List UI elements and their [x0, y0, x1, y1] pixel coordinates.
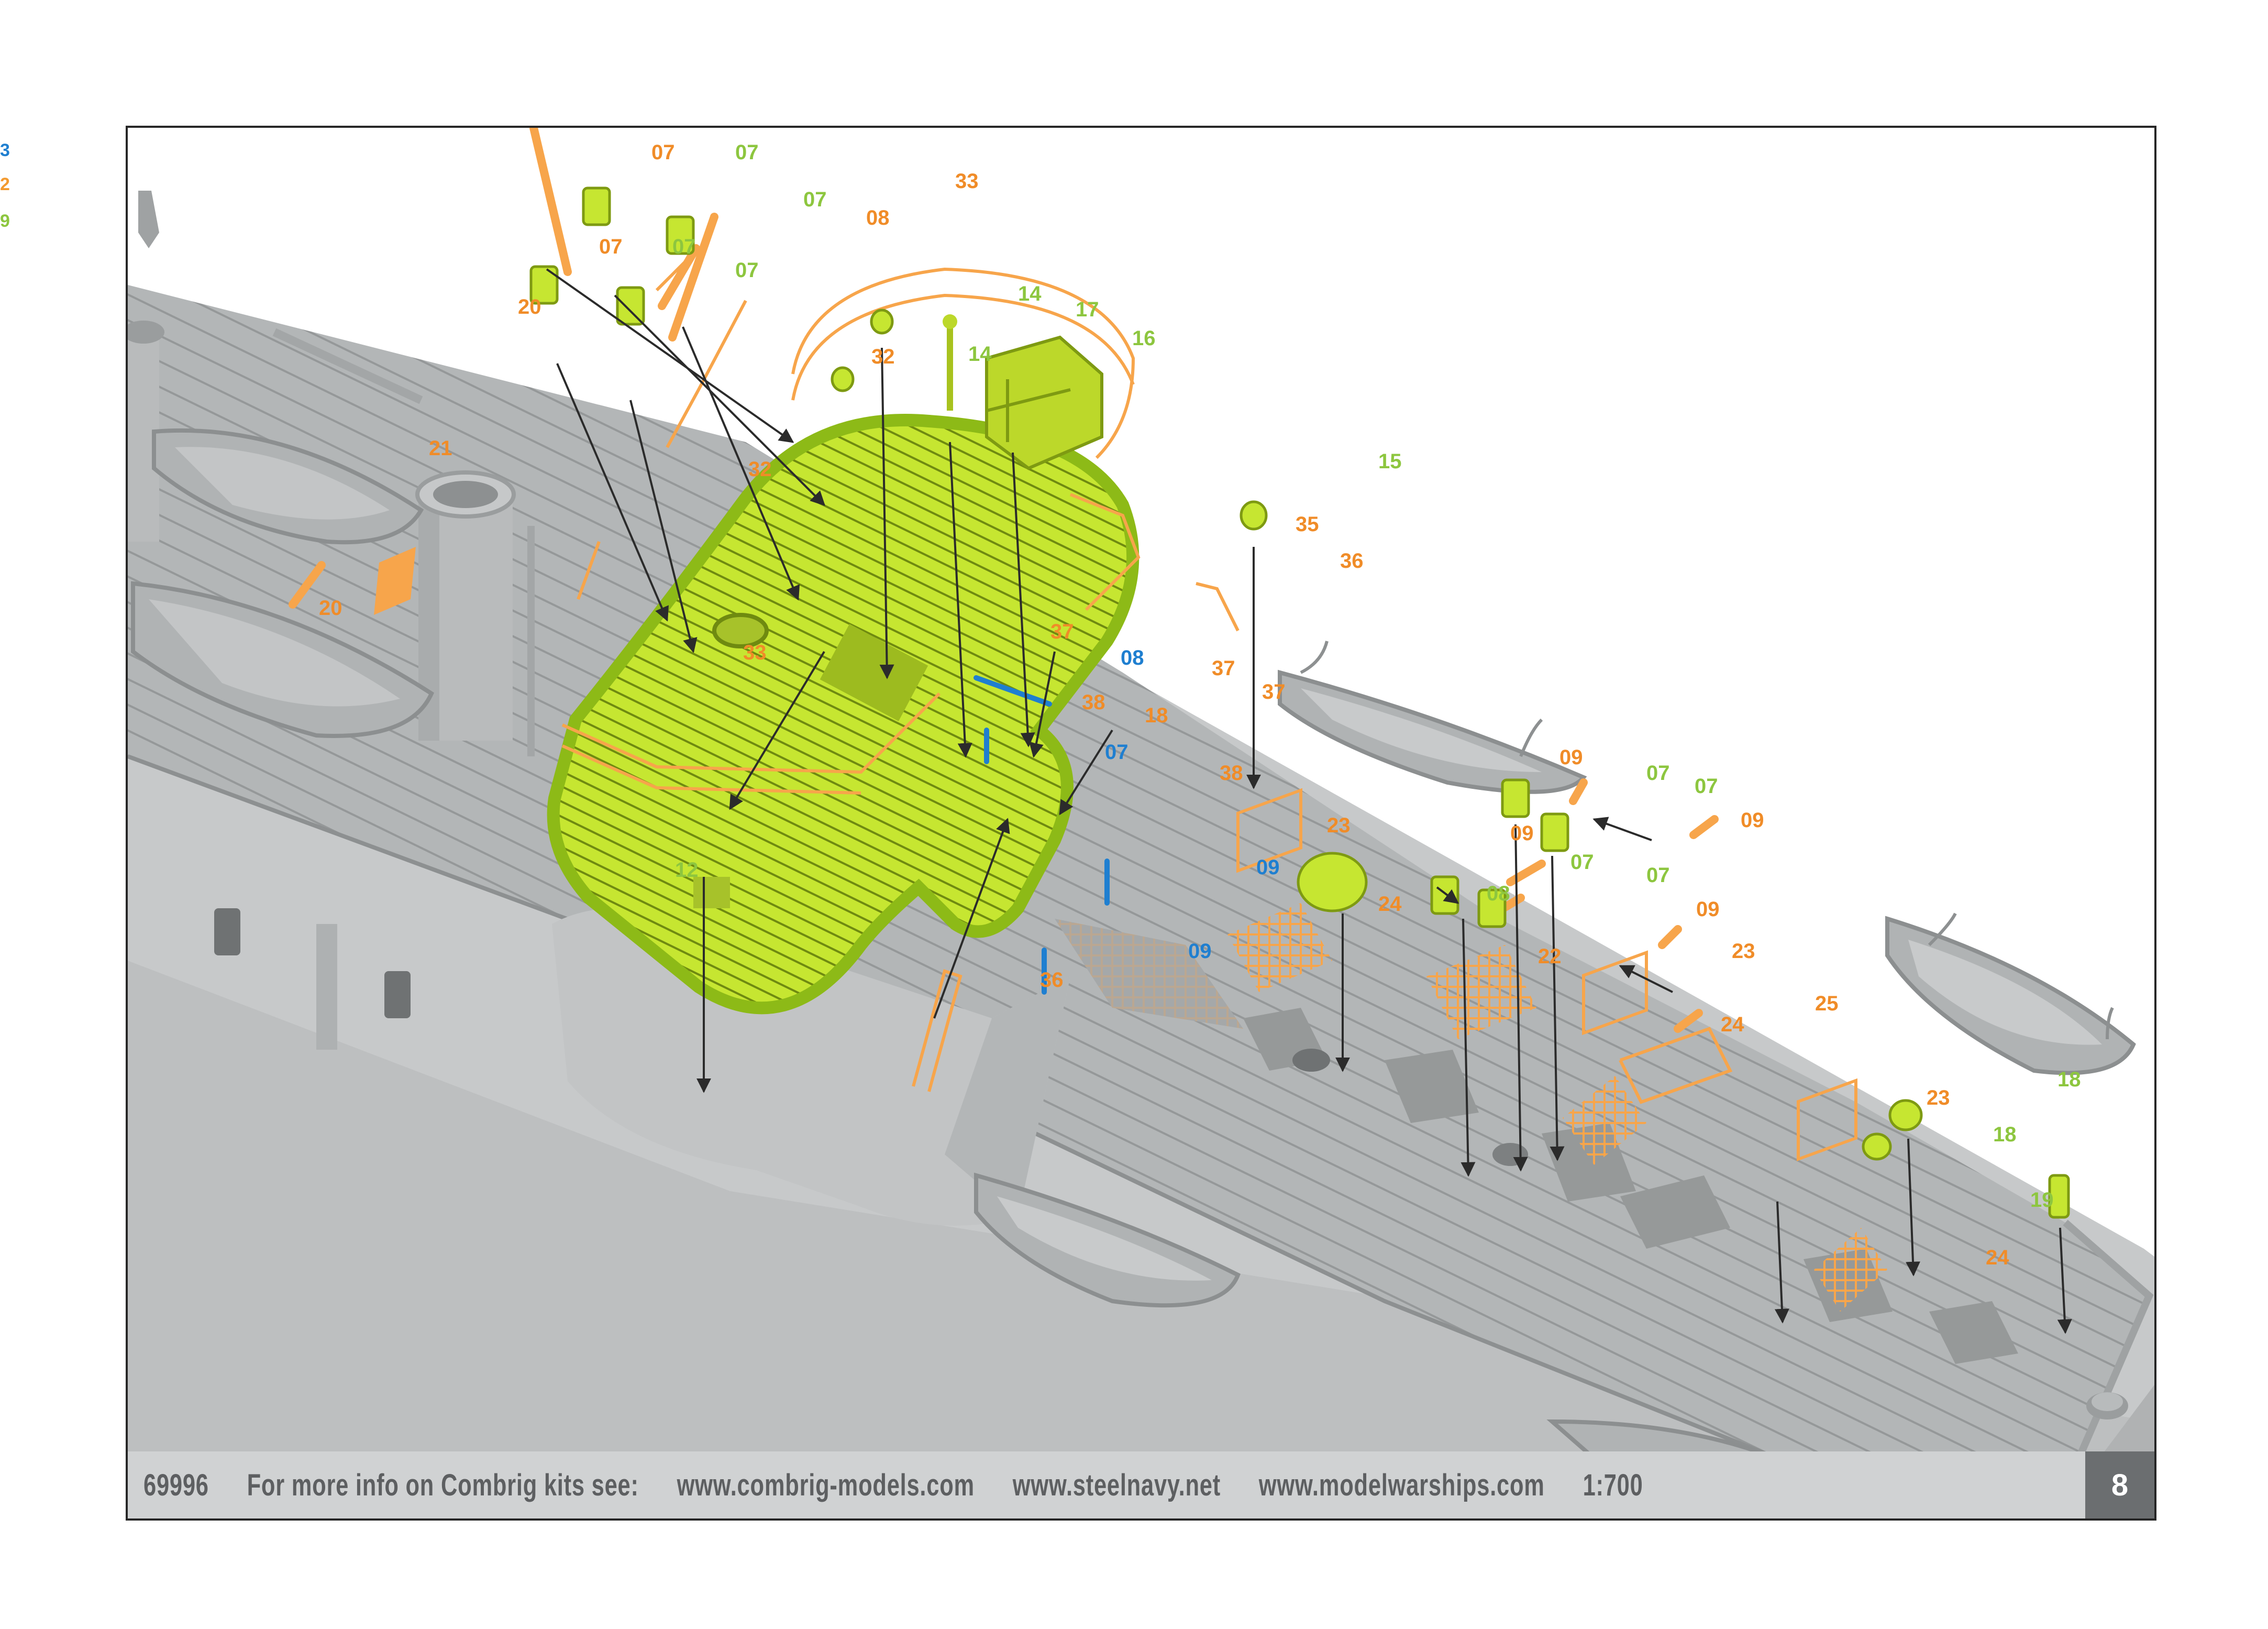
ladder-parts [912, 582, 1240, 1092]
callout-09: 09 [1256, 856, 1280, 879]
link-steelnavy[interactable]: www.steelnavy.net [1012, 1468, 1221, 1502]
photoetch-grids [374, 547, 1887, 1312]
funnel-aft [415, 470, 516, 741]
callout-23: 23 [1327, 814, 1351, 837]
callout-07: 07 [735, 259, 759, 282]
callout-24: 24 [1378, 893, 1402, 916]
bridge-structure [552, 907, 1070, 1226]
callout-24: 24 [1986, 1246, 2009, 1269]
stern-capstan [2086, 1392, 2128, 1419]
callout-35: 35 [1296, 513, 1319, 536]
callout-33: 33 [743, 641, 767, 664]
railing-part-35 [1069, 493, 1141, 611]
mast-top-part-17 [943, 314, 957, 329]
callout-07: 07 [735, 141, 759, 164]
callout-09: 09 [1188, 940, 1212, 963]
callout-14: 14 [968, 343, 992, 366]
capstan-base [1492, 1143, 1528, 1166]
info-text: For more info on Combrig kits see: [247, 1468, 639, 1502]
callout-09: 09 [1510, 822, 1534, 845]
callout-18: 18 [2057, 1068, 2081, 1091]
callout-09: 09 [1559, 746, 1583, 769]
callout-07: 07 [1646, 864, 1670, 887]
callout-36: 36 [1340, 549, 1364, 573]
callout-37: 37 [1262, 680, 1286, 703]
legend-blue-digit: 3 [0, 140, 10, 160]
callout-32: 32 [748, 458, 772, 481]
callout-12: 12 [675, 858, 699, 882]
callout-23: 23 [1927, 1086, 1950, 1109]
callout-07: 07 [1105, 741, 1129, 764]
callout-20: 20 [518, 295, 541, 318]
callout-19: 19 [2030, 1188, 2054, 1212]
photoetch-parts [655, 252, 1857, 1162]
footer-text: 69996 For more info on Combrig kits see:… [143, 1468, 1675, 1503]
callout-08: 08 [1487, 882, 1510, 905]
callout-32: 32 [871, 345, 895, 368]
callout-07: 07 [599, 235, 623, 258]
lifeboat-mid-left [131, 581, 435, 738]
boom [272, 328, 423, 404]
callout-37: 37 [1212, 657, 1235, 680]
blue-parts [973, 675, 1110, 995]
callout-22: 22 [1538, 945, 1562, 968]
callout-07: 07 [803, 188, 827, 211]
deck-vent-grid [1055, 919, 1243, 1029]
railing-part-33-lower [561, 692, 941, 795]
assembly-diagram: 07 07 07 08 33 07 07 07 20 14 17 16 32 14 21 32 15 35 36 20… [128, 128, 2154, 1518]
callout-24: 24 [1721, 1013, 1744, 1036]
scale-label: 1:700 [1583, 1468, 1643, 1502]
lifeboat-far-right [1885, 916, 2136, 1075]
callout-09: 09 [1741, 809, 1764, 832]
callout-36: 36 [1040, 968, 1064, 992]
callout-18: 18 [1993, 1123, 2017, 1146]
legend-orange-digit: 2 [0, 174, 10, 194]
callout-07: 07 [1646, 762, 1670, 785]
kit-number: 69996 [143, 1468, 209, 1502]
callout-14: 14 [1018, 282, 1042, 305]
davits [1300, 641, 2114, 1040]
callout-09: 09 [1696, 898, 1720, 921]
railing-part-33-upper [791, 267, 1135, 459]
callout-33: 33 [955, 170, 979, 193]
link-combrig-models[interactable]: www.combrig-models.com [677, 1468, 975, 1502]
link-modelwarships[interactable]: www.modelwarships.com [1258, 1468, 1545, 1502]
callout-20: 20 [319, 597, 342, 620]
callout-16: 16 [1132, 327, 1156, 350]
deckhouse-part-16 [985, 335, 1103, 470]
lifeboat-upper-left [152, 428, 424, 545]
callout-07: 07 [1695, 775, 1718, 798]
callout-38: 38 [1082, 691, 1105, 714]
instruction-page-frame: 07 07 07 08 33 07 07 07 20 14 17 16 32 14 21 32 15 35 36 20… [126, 126, 2156, 1521]
deck-hole [1292, 1049, 1330, 1072]
callout-17: 17 [1076, 298, 1099, 321]
callout-07: 07 [1570, 851, 1594, 874]
legend-green-digit: 9 [0, 211, 10, 231]
page-footer: 69996 For more info on Combrig kits see:… [128, 1451, 2154, 1518]
callout-21: 21 [429, 437, 452, 460]
callout-18: 18 [1145, 704, 1168, 727]
callout-37: 37 [1050, 620, 1074, 643]
resin-parts [529, 186, 2070, 1219]
assembly-arrows [546, 268, 2072, 1334]
railing-part-32-left [577, 300, 747, 600]
lifeboat-lower-hull [974, 1172, 1241, 1308]
callout-08: 08 [1121, 646, 1144, 669]
callout-38: 38 [1220, 762, 1243, 785]
lifeboat-upper-right [1278, 669, 1587, 794]
callout-15: 15 [1378, 450, 1402, 473]
page-number: 8 [2085, 1451, 2154, 1518]
callout-08: 08 [866, 206, 890, 229]
part-callouts: 07 07 07 08 33 07 07 07 20 14 17 16 32 14 21 32 15 35 36 20… [319, 141, 2081, 1269]
callout-23: 23 [1732, 940, 1755, 963]
callout-07: 07 [651, 141, 675, 164]
callout-07: 07 [672, 235, 696, 258]
callout-25: 25 [1815, 992, 1839, 1015]
mast-top [138, 191, 159, 248]
